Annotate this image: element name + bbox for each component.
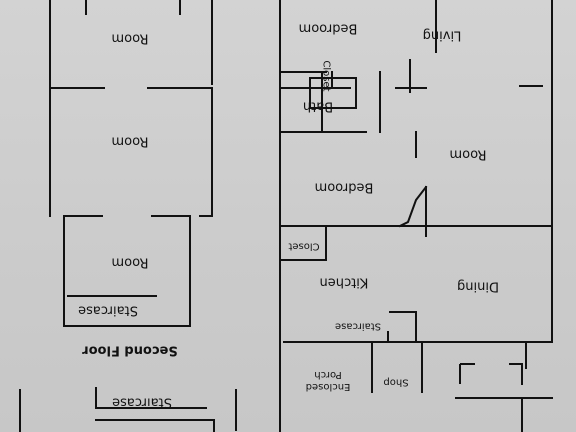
label-second-room-2: Room xyxy=(111,133,149,149)
porch-bump xyxy=(459,363,523,385)
label-closet-mid: Closet xyxy=(288,240,320,252)
label-second-room-3: Room xyxy=(111,30,149,46)
label-second-staircase: Staircase xyxy=(78,302,138,318)
label-shop: Shop xyxy=(383,376,409,388)
label-bath: Bath xyxy=(302,98,334,114)
label-bedroom-top: Bedroom xyxy=(298,20,358,36)
label-closet-top: Closet xyxy=(320,60,332,92)
label-living: Living xyxy=(422,27,462,43)
label-bedroom-mid: Bedroom xyxy=(314,179,374,195)
label-second-room-1: Room xyxy=(111,254,149,270)
label-dining: Dining xyxy=(457,278,499,294)
label-room-main: Room xyxy=(449,146,487,162)
second-floor-title: Second Floor xyxy=(82,342,178,358)
label-staircase-main: Staircase xyxy=(334,320,382,332)
label-enclosed: Enclosed xyxy=(305,381,351,392)
label-lower-staircase: Staircase xyxy=(112,394,172,410)
label-kitchen: Kitchen xyxy=(319,274,369,290)
second-floor-room-1 xyxy=(151,215,213,327)
main-outer-wall xyxy=(521,0,553,432)
label-porch: Porch xyxy=(314,369,342,380)
